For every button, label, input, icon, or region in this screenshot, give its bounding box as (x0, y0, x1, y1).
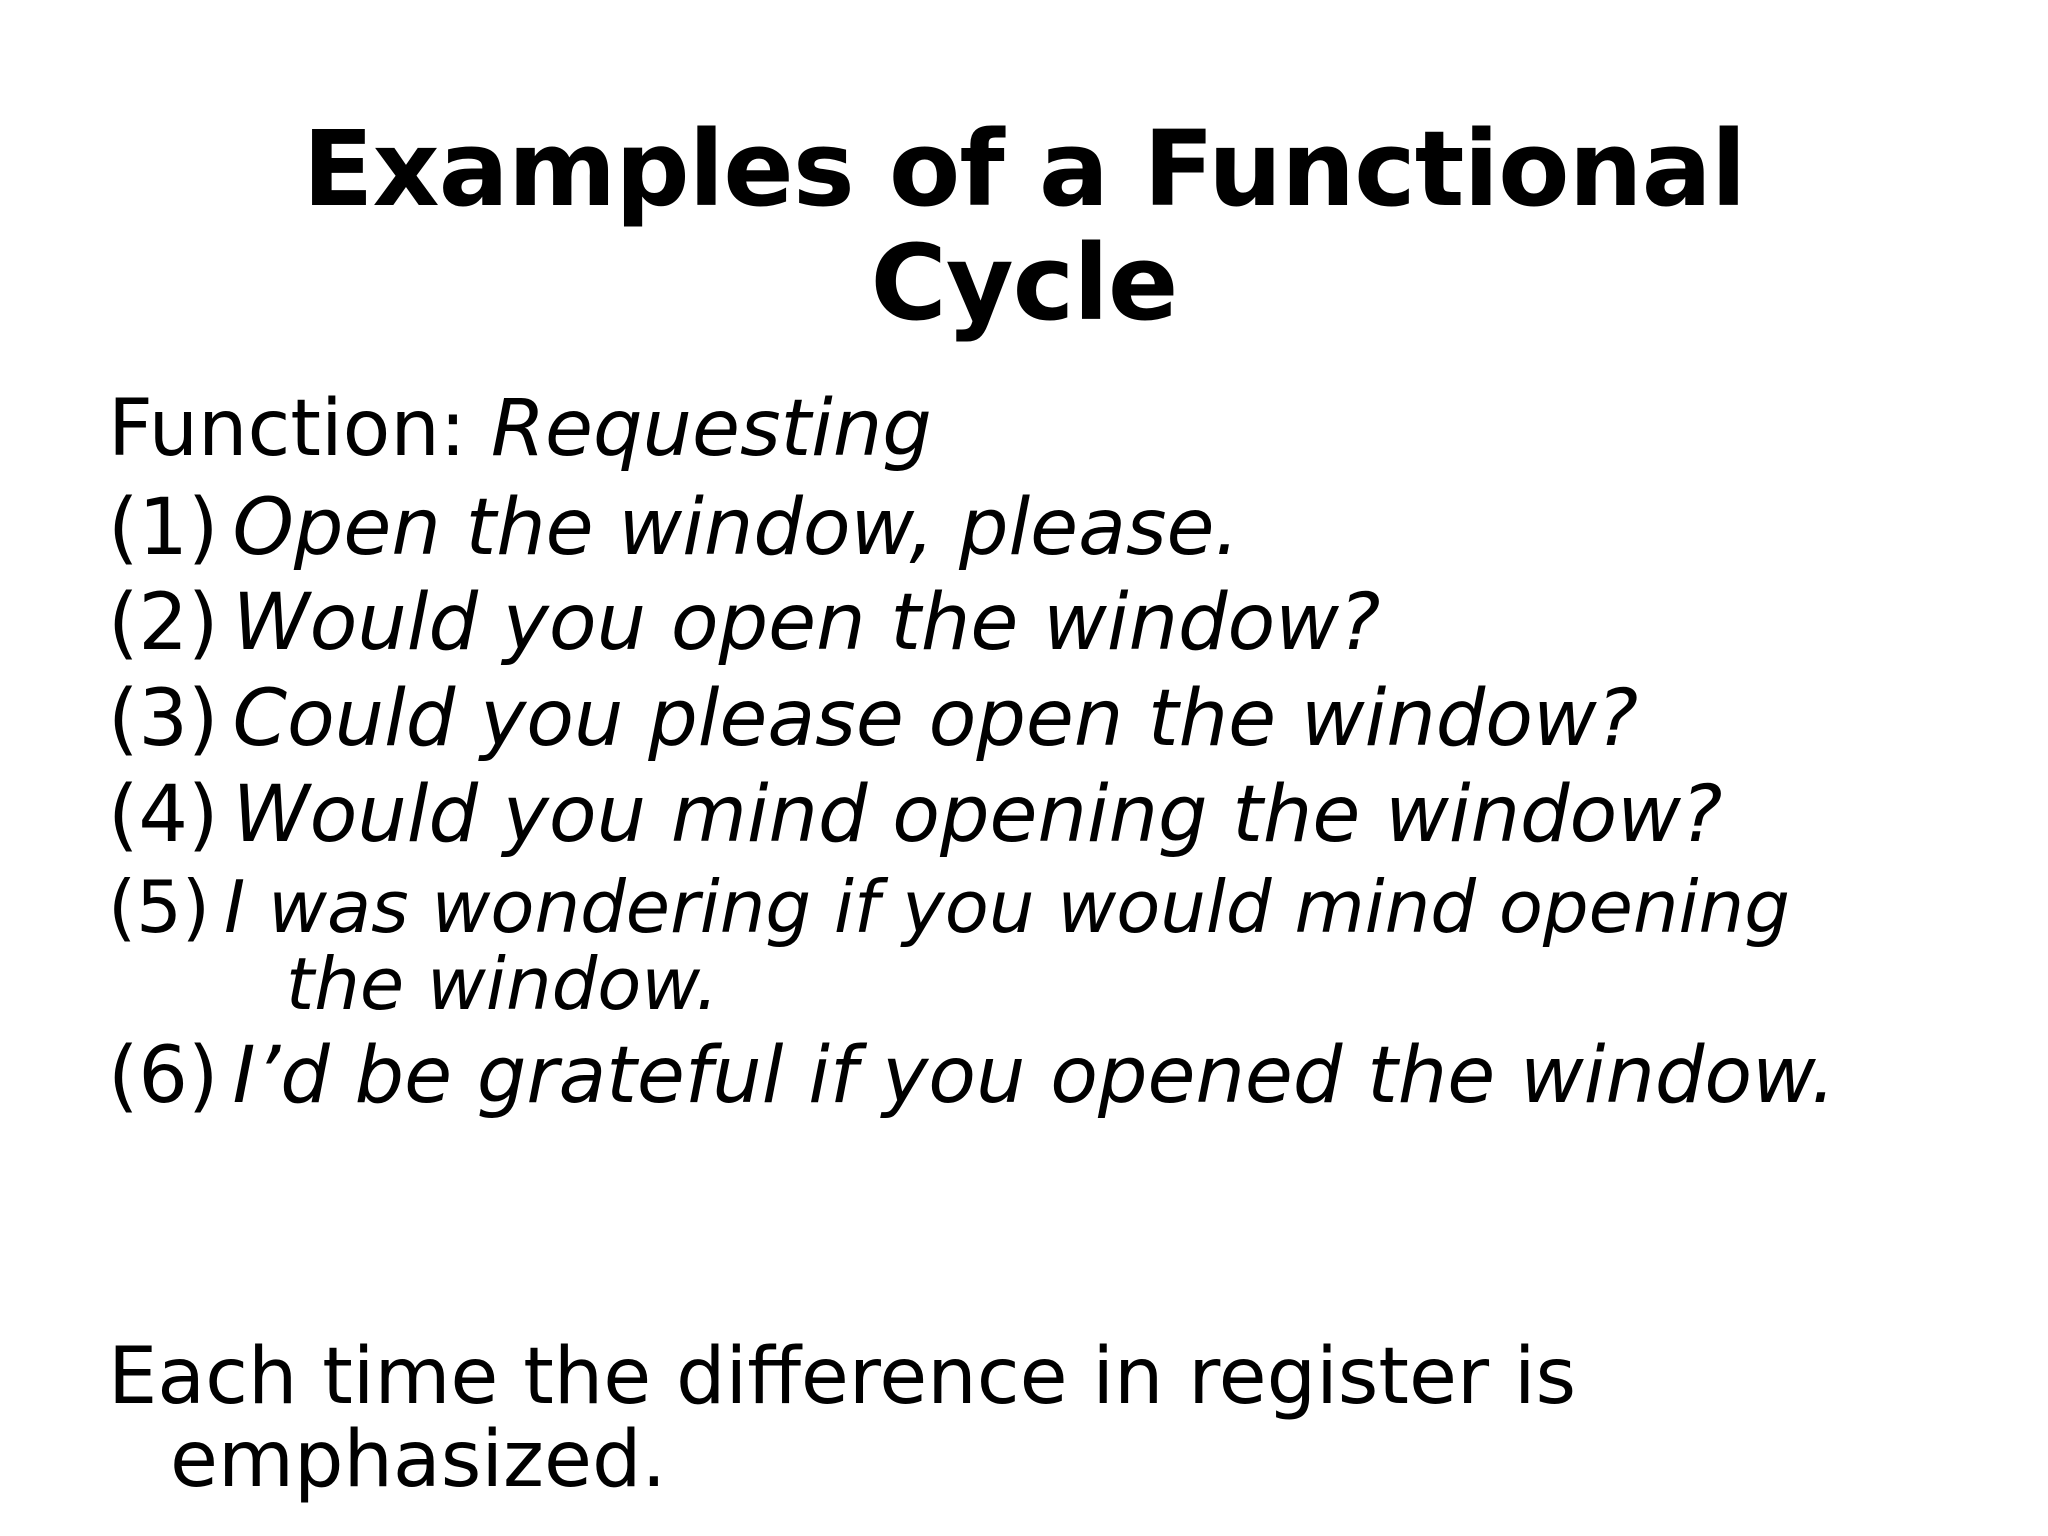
list-item: (6) I’d be grateful if you opened the wi… (108, 1035, 1988, 1118)
list-item-number: (3) (108, 674, 219, 765)
function-label: Function: (108, 384, 467, 474)
closing-line-1: Each time the difference in register is (108, 1332, 1577, 1422)
list-item-number: (4) (108, 769, 219, 860)
list-item-text-line2: the window. (286, 941, 719, 1026)
closing-paragraph: Each time the difference in register is … (108, 1336, 1808, 1501)
function-value: Requesting (490, 384, 932, 474)
list-item-text: Open the window, please. (232, 482, 1240, 573)
list-item-text: Would you mind opening the window? (232, 769, 1723, 860)
list-item-text: Could you please open the window? (232, 674, 1639, 765)
list-item-text: I was wondering if you would mind openin… (224, 869, 1988, 1022)
list-item: (2) Would you open the window? (108, 582, 1988, 665)
list-item: (5) I was wondering if you would mind op… (108, 869, 1988, 1022)
list-item: (4) Would you mind opening the window? (108, 774, 1988, 857)
list-item-text: Would you open the window? (232, 578, 1381, 669)
list-item-number: (5) (108, 865, 210, 950)
list-item-text: I’d be grateful if you opened the window… (232, 1030, 1836, 1121)
list-item: (3) Could you please open the window? (108, 678, 1988, 761)
list-item-number: (6) (108, 1030, 219, 1121)
slide-body: Function: Requesting (1) Open the window… (108, 388, 1988, 1131)
function-line: Function: Requesting (108, 388, 1988, 471)
list-item-number: (1) (108, 482, 219, 573)
slide-title: Examples of a Functional Cycle (302, 108, 1747, 345)
list-item-text-line1: I was wondering if you would mind openin… (224, 865, 1790, 950)
closing-line-2: emphasized. (170, 1414, 667, 1505)
list-item-number: (2) (108, 578, 219, 669)
list-item: (1) Open the window, please. (108, 482, 1988, 573)
